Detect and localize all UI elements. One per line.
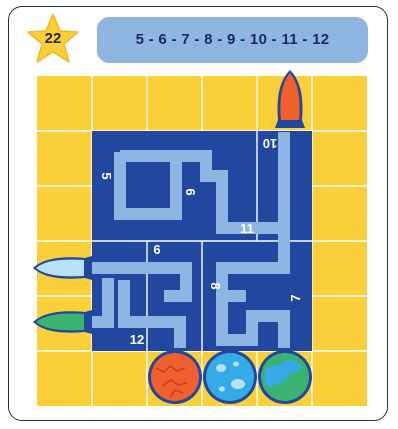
label-8: 8 [208, 282, 223, 289]
label-7: 7 [288, 294, 303, 301]
green-planet-icon[interactable] [258, 350, 312, 404]
label-9: 9 [183, 188, 198, 195]
label-12: 12 [130, 332, 144, 347]
label-11: 11 [240, 221, 254, 236]
label-10: 10 [263, 136, 277, 151]
label-6: 6 [153, 242, 160, 257]
red-planet-icon[interactable] [148, 350, 202, 404]
label-5: 5 [99, 172, 114, 179]
blue-planet-icon[interactable] [203, 350, 257, 404]
